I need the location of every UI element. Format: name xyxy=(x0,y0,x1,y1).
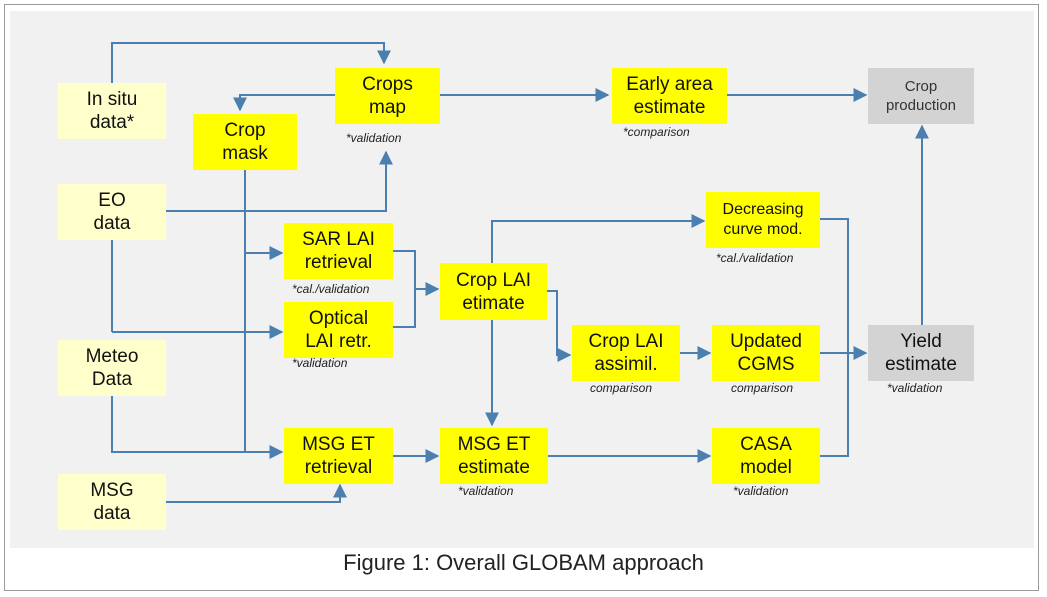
casa-model-box: CASA model xyxy=(712,428,820,484)
msg-data-line1: MSG xyxy=(90,480,134,501)
msg-et-estimate-box: MSG ET estimate xyxy=(440,428,548,484)
msg-et-ret-line2: retrieval xyxy=(304,457,373,478)
sar-lai-line1: SAR LAI xyxy=(302,229,375,250)
msg-data-box: MSG data xyxy=(58,474,166,530)
casa-line2: model xyxy=(740,457,792,478)
yield-line1: Yield xyxy=(900,331,942,352)
crop-mask-box: Crop mask xyxy=(193,114,297,170)
sar-lai-line2: retrieval xyxy=(304,252,373,273)
in-situ-line1: In situ xyxy=(86,89,138,110)
crop-production-line2: production xyxy=(885,97,957,114)
early-area-box: Early area estimate xyxy=(612,68,727,124)
decreasing-curve-box: Decreasing curve mod. xyxy=(706,192,820,248)
optical-lai-line1: Optical xyxy=(308,308,369,329)
yield-estimate-box: Yield estimate xyxy=(868,325,974,381)
cgms-line2: CGMS xyxy=(737,354,795,375)
msg-et-est-line2: estimate xyxy=(458,457,530,478)
optical-lai-note: *validation xyxy=(292,356,348,370)
crop-production-box: Crop production xyxy=(868,68,974,124)
meteo-line2: Data xyxy=(91,369,133,390)
casa-line1: CASA xyxy=(740,434,792,455)
in-situ-data-box: In situ data* xyxy=(58,83,166,139)
crops-map-note: *validation xyxy=(346,131,402,145)
decreasing-curve-note: *cal./validation xyxy=(716,251,794,265)
assimil-note: comparison xyxy=(590,381,653,395)
crop-mask-line1: Crop xyxy=(224,120,266,141)
crop-production-line1: Crop xyxy=(904,78,938,95)
assimil-line2: assimil. xyxy=(594,354,658,375)
early-area-line2: estimate xyxy=(633,97,706,118)
msg-data-line2: data xyxy=(93,503,131,524)
crop-lai-est-line1: Crop LAI xyxy=(456,269,531,291)
crops-map-box: Crops map xyxy=(335,68,440,124)
assimil-line1: Crop LAI xyxy=(588,331,664,352)
crop-mask-line2: mask xyxy=(222,143,268,164)
eo-data-box: EO data xyxy=(58,184,166,240)
crop-lai-est-line2: etimate xyxy=(462,292,525,314)
casa-note: *validation xyxy=(733,484,789,498)
early-area-note: *comparison xyxy=(623,125,690,139)
msg-et-est-note: *validation xyxy=(458,484,514,498)
msg-et-retrieval-box: MSG ET retrieval xyxy=(284,428,393,484)
updated-cgms-box: Updated CGMS xyxy=(712,325,820,381)
optical-lai-retrieval-box: Optical LAI retr. xyxy=(284,302,393,358)
yield-line2: estimate xyxy=(885,354,957,375)
crops-map-line2: map xyxy=(369,97,406,118)
crop-lai-estimate-box: Crop LAI etimate xyxy=(440,263,547,320)
meteo-data-box: Meteo Data xyxy=(58,340,166,396)
decreasing-line2: curve mod. xyxy=(723,221,803,238)
eo-line2: data xyxy=(93,213,131,234)
cgms-note: comparison xyxy=(731,381,794,395)
in-situ-line2: data* xyxy=(89,112,135,133)
cgms-line1: Updated xyxy=(730,331,802,352)
early-area-line1: Early area xyxy=(626,74,713,95)
msg-et-est-line1: MSG ET xyxy=(457,434,531,455)
eo-line1: EO xyxy=(98,190,126,211)
sar-lai-note: *cal./validation xyxy=(292,282,370,296)
sar-lai-retrieval-box: SAR LAI retrieval xyxy=(284,223,393,279)
meteo-line1: Meteo xyxy=(85,346,139,367)
crop-lai-assimil-box: Crop LAI assimil. xyxy=(572,325,680,381)
figure-frame xyxy=(4,4,1039,591)
decreasing-line1: Decreasing xyxy=(722,201,804,218)
optical-lai-line2: LAI retr. xyxy=(305,331,372,352)
msg-et-ret-line1: MSG ET xyxy=(302,434,375,455)
crops-map-line1: Crops xyxy=(362,74,413,95)
yield-note: *validation xyxy=(887,381,943,395)
figure-caption: Figure 1: Overall GLOBAM approach xyxy=(343,550,704,575)
